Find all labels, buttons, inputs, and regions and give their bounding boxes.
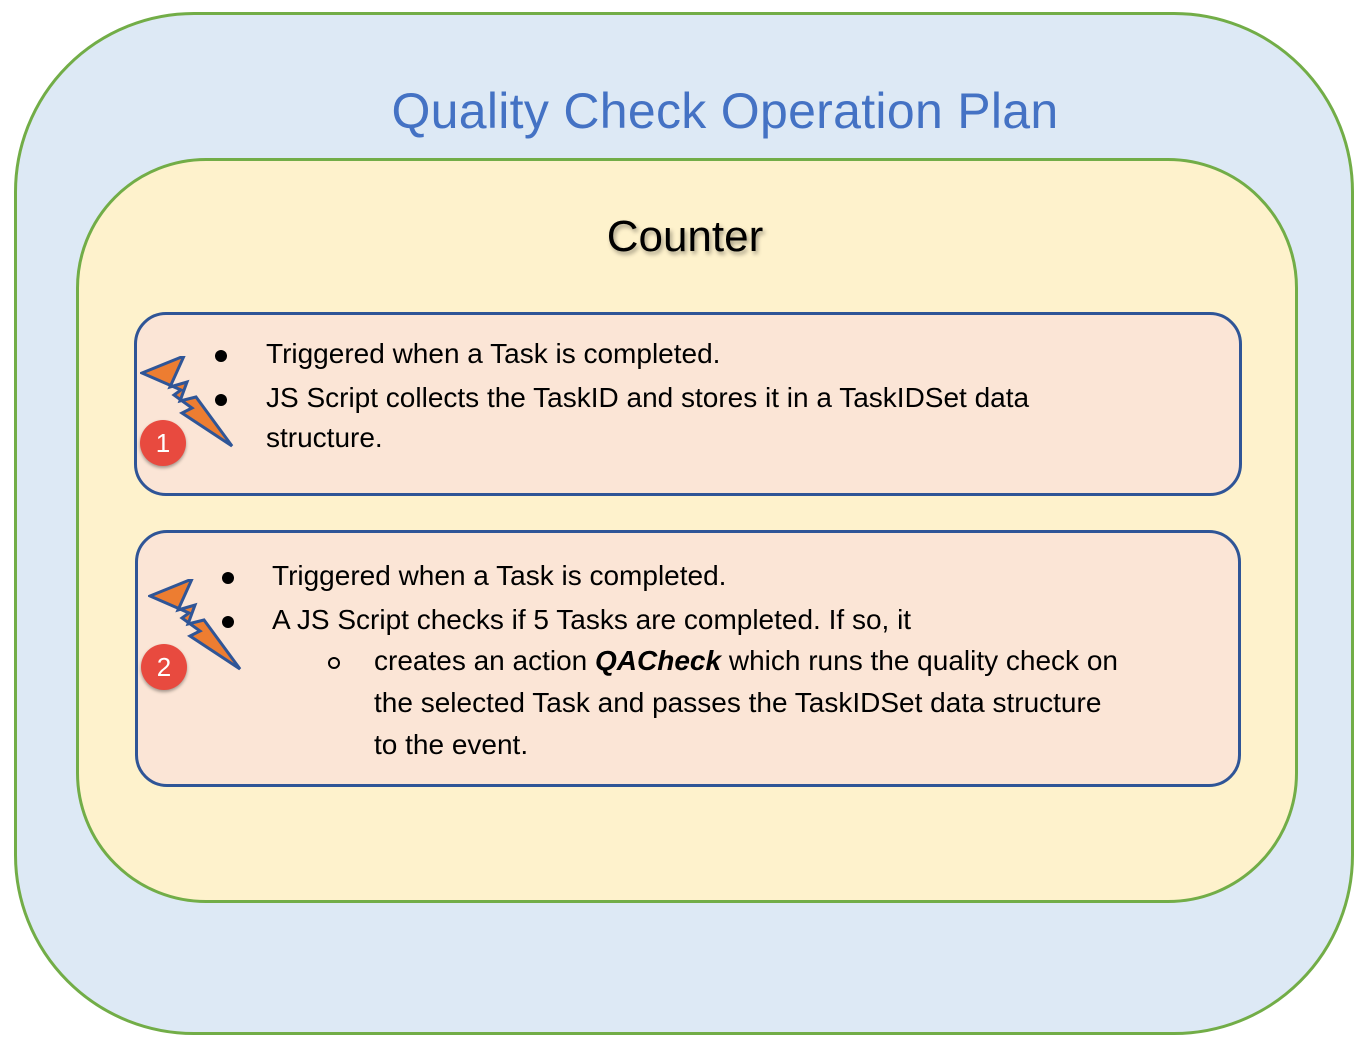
step-2-bullet-2: A JS Script checks if 5 Tasks are comple… [272,604,912,635]
lightning-bolt-icon [140,356,234,448]
sub-bullet-suffix: which runs the quality check on [721,645,1118,676]
step-2-box [135,530,1241,787]
step-2-sub-bullet-line-2: the selected Task and passes the TaskIDS… [374,687,1102,718]
diagram-title: Quality Check Operation Plan [391,83,1059,139]
step-1-badge: 1 [140,420,186,466]
qacheck-action-name: QACheck [595,645,722,676]
step-2-bullet-1: Triggered when a Task is completed. [272,560,727,591]
sub-bullet-prefix: creates an action [374,645,596,676]
bullet-icon [222,572,234,584]
sub-bullet-icon [328,657,340,669]
bullet-icon [222,616,234,628]
step-1-box [134,312,1242,496]
step-1-bullet-2-cont: structure. [266,422,383,453]
lightning-bolt-icon [148,579,242,671]
step-2-sub-bullet: creates an action QACheck which runs the… [374,645,1118,677]
section-title: Counter [606,212,764,261]
step-2-badge: 2 [141,644,187,690]
step-1-bullet-1: Triggered when a Task is completed. [266,338,721,369]
bullet-icon [215,394,227,406]
step-1-bullet-2: JS Script collects the TaskID and stores… [266,382,1030,413]
step-2-sub-bullet-line-3: to the event. [374,729,529,760]
bullet-icon [215,350,227,362]
